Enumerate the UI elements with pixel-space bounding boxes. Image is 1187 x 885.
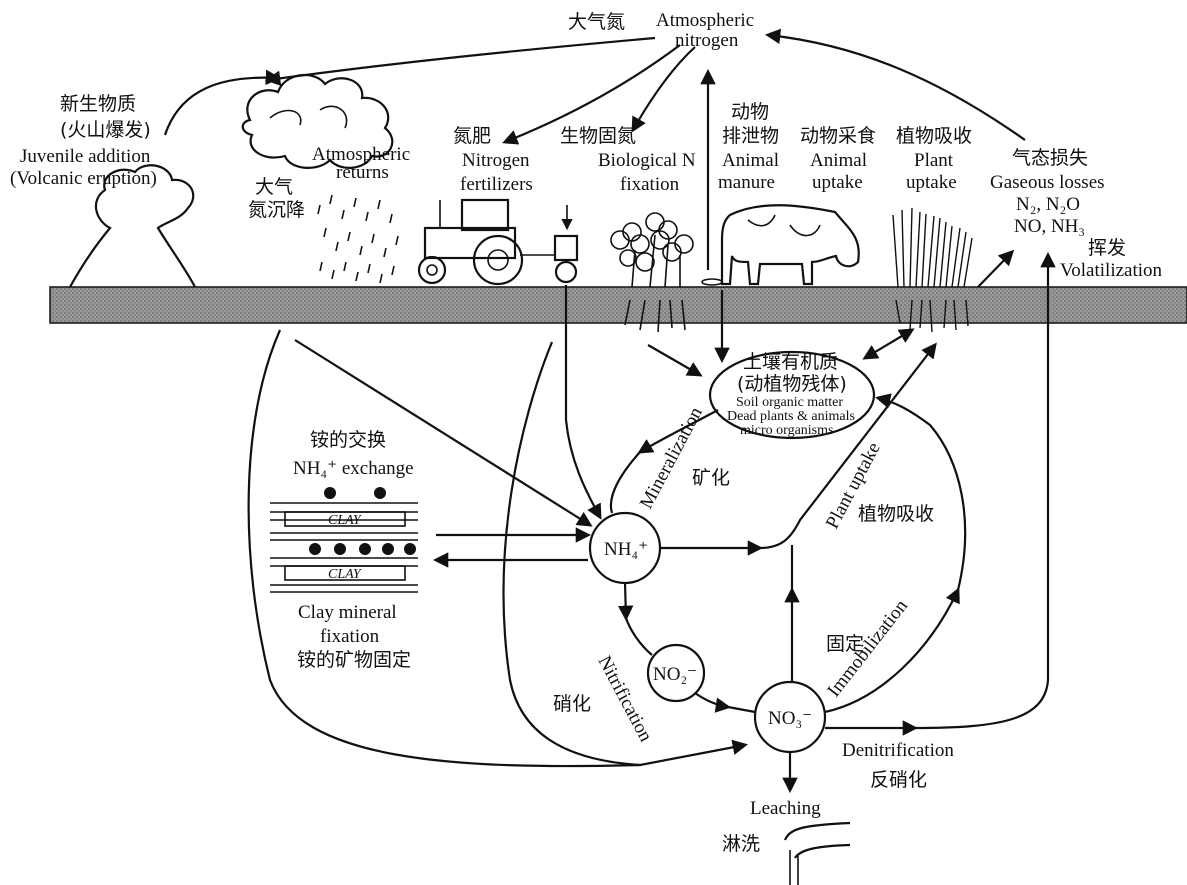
animal-uptake-zh-label: 动物采食: [800, 125, 876, 147]
nitrite-label: NO₂⁻: [653, 664, 697, 685]
plant-uptake-path-zh-label: 植物吸收: [858, 503, 934, 525]
atmospheric-returns-zh-label-2: 氮沉降: [248, 199, 305, 221]
biological-fixation-label-2: fixation: [620, 174, 680, 195]
atmospheric-returns-zh-label: 大气: [255, 176, 293, 198]
animal-manure-zh-label-2: 排泄物: [722, 125, 779, 147]
gaseous-losses-zh-label: 气态损失: [1012, 147, 1088, 169]
plant-uptake-label: Plant: [914, 150, 954, 171]
clay-fixation-zh-label: 铵的矿物固定: [297, 649, 411, 671]
atmospheric-nitrogen-label: Atmospheric: [656, 10, 754, 31]
leaching-zh-label: 淋洗: [722, 833, 760, 855]
fertilizer-zh-label: 氮肥: [453, 125, 491, 147]
animal-manure-label-2: manure: [718, 172, 775, 193]
plant-uptake-zh-label: 植物吸收: [896, 125, 972, 147]
atmospheric-returns-label: Atmospheric: [312, 144, 410, 165]
nitrite-node: [646, 643, 706, 703]
ammonium-ion-dot: [309, 543, 321, 555]
ammonium-ion-dot: [334, 543, 346, 555]
biological-fixation-zh-label: 生物固氮: [560, 125, 636, 147]
ammonium-exchange-label: NH₄⁺ exchange: [293, 458, 414, 479]
denitrification-label: Denitrification: [842, 740, 954, 761]
flow-arrows: [163, 28, 1056, 794]
gaseous-formula-label: N₂, N₂O: [1016, 194, 1080, 215]
juvenile-addition-label: Juvenile addition: [20, 146, 151, 167]
biological-fixation-label: Biological N: [598, 150, 696, 171]
gaseous-losses-label: Gaseous losses: [990, 172, 1105, 193]
soil-organic-matter-label-3: micro organisms: [740, 423, 833, 438]
juvenile-zh-label-2: (火山爆发): [60, 119, 151, 141]
mineralization-zh-label: 矿化: [692, 467, 730, 489]
soil-surface-band: [49, 286, 1187, 324]
volatilization-zh-label: 挥发: [1088, 237, 1126, 259]
soil-organic-matter-zh-label-2: (动植物残体): [737, 373, 847, 395]
nitrate-label: NO₃⁻: [768, 708, 812, 729]
clay-label: CLAY: [328, 513, 363, 528]
atmospheric-nitrogen-zh-label: 大气氮: [568, 11, 625, 33]
clay-label: CLAY: [328, 567, 363, 582]
gaseous-formula-label-2: NO, NH₃: [1014, 216, 1085, 237]
denitrification-zh-label: 反硝化: [870, 769, 927, 791]
clay-fixation-label: Clay mineral: [298, 602, 397, 623]
juvenile-addition-label-2: (Volcanic eruption): [10, 168, 157, 189]
leaching-label: Leaching: [750, 798, 821, 819]
plant-uptake-label-2: uptake: [906, 172, 957, 193]
clay-mineral-layers: CLAY CLAY: [270, 487, 418, 593]
fertilizer-label: Nitrogen: [462, 150, 530, 171]
soil-organic-matter-label-2: Dead plants & animals: [727, 409, 855, 424]
ammonium-ion-dot: [382, 543, 394, 555]
clover-plant-icon: [610, 212, 694, 333]
animal-manure-zh-label: 动物: [731, 101, 769, 123]
volatilization-label: Volatilization: [1060, 260, 1163, 281]
juvenile-zh-label: 新生物质: [60, 93, 136, 115]
ammonium-ion-dot: [359, 543, 371, 555]
nitrification-zh-label: 硝化: [553, 693, 591, 715]
nitrification-label: Nitrification: [594, 652, 657, 745]
mineralization-label: Mineralization: [636, 403, 707, 512]
ammonium-ion-dot: [404, 543, 416, 555]
animal-uptake-label-2: uptake: [812, 172, 863, 193]
tractor-icon: [417, 198, 579, 286]
soil-organic-matter-zh-label: 土壤有机质: [743, 351, 838, 373]
ammonium-ion-dot: [374, 487, 386, 499]
animal-uptake-label: Animal: [810, 150, 867, 171]
cow-icon: [701, 204, 860, 286]
ammonium-ion-dot: [324, 487, 336, 499]
ammonium-exchange-zh-label: 铵的交换: [310, 429, 386, 451]
crop-plants-icon: [892, 207, 973, 333]
animal-manure-label: Animal: [722, 150, 779, 171]
drain-pipe-icon: [783, 821, 851, 885]
fertilizer-label-2: fertilizers: [460, 174, 533, 195]
ammonium-label: NH₄⁺: [604, 539, 648, 560]
volcano-icon: [69, 164, 196, 288]
rain-icon: [317, 194, 399, 284]
clay-fixation-label-2: fixation: [320, 626, 380, 647]
atmospheric-returns-label-2: returns: [336, 162, 389, 183]
soil-organic-matter-node: [708, 350, 876, 440]
immobilization-zh-label: 固定: [826, 633, 864, 655]
soil-organic-matter-label: Soil organic matter: [736, 395, 843, 410]
atmospheric-nitrogen-label-2: nitrogen: [675, 30, 739, 51]
